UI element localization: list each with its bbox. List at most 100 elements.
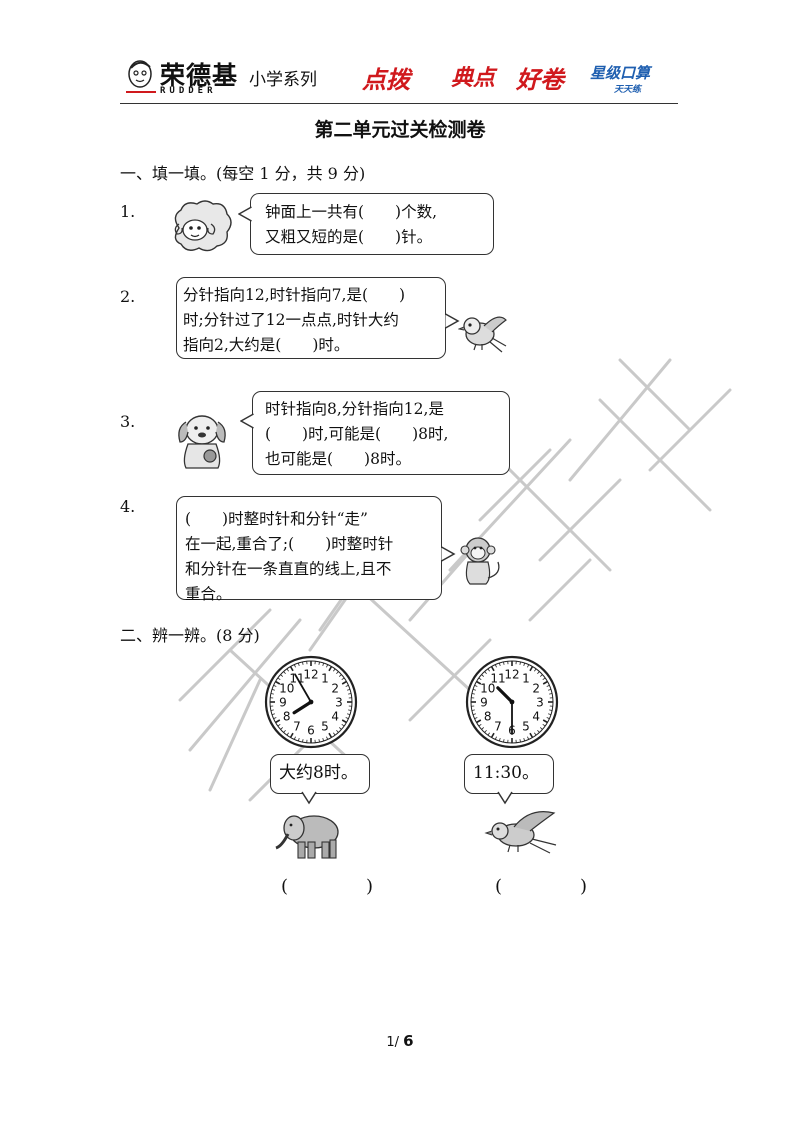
clock-tick — [289, 732, 294, 738]
clock-tick — [333, 732, 336, 736]
question-2-line: 分针指向12,时针指向7,是( ) — [183, 286, 406, 304]
clock-tick — [318, 661, 320, 665]
bird-icon — [458, 316, 507, 353]
brand-name: 荣德基 — [160, 61, 239, 90]
sheep-icon — [174, 200, 232, 252]
clock-tick — [297, 662, 300, 666]
clock-2-face: 121234567891011 — [465, 655, 559, 749]
clock-tick — [548, 713, 552, 716]
section-1-heading: 一、填一填。(每空 1 分，共 9 分) — [120, 164, 366, 183]
clock-tick — [328, 666, 333, 672]
clock-tick — [302, 661, 304, 665]
clock-tick — [537, 729, 540, 733]
clock-1-face: 121234567891011 — [264, 655, 358, 749]
clock-tick — [487, 732, 490, 736]
clock-number: 5 — [321, 720, 329, 734]
promo-logo-kousuan: 星级口算 — [590, 64, 651, 82]
hour-hand — [292, 700, 313, 715]
header-divider — [120, 103, 678, 104]
dog-icon — [178, 415, 226, 469]
clock-tick — [270, 709, 274, 711]
clock-number: 1 — [321, 671, 329, 685]
clock-tick — [283, 729, 286, 733]
clock-tick — [277, 677, 281, 680]
clock-tick — [336, 671, 339, 675]
page-number: 1/ 6 — [0, 1032, 800, 1050]
clock-tick — [529, 666, 534, 672]
clock-tick — [519, 739, 521, 743]
page-current: 1/ — [386, 1035, 400, 1050]
hour-hand — [496, 686, 514, 704]
brand-subtitle: RUDDER — [160, 86, 217, 96]
clock-tick — [478, 724, 482, 727]
clock-tick — [472, 688, 476, 691]
clock-tick — [280, 674, 284, 677]
question-3-line: 也可能是( )8时。 — [265, 450, 411, 468]
clock-tick — [523, 738, 526, 742]
clock-tick — [534, 732, 537, 736]
clock-tick — [474, 684, 478, 687]
clock-number: 11 — [490, 671, 505, 685]
promo-logo-tiantianlian: 天天练 — [614, 85, 642, 95]
question-4-bubble: ( )时整时针和分针“走” 在一起,重合了;( )时整时针 和分针在一条直直的线… — [176, 496, 442, 603]
bubble-tail — [238, 206, 252, 222]
clock-tick — [318, 739, 320, 743]
question-2-number: 2. — [120, 287, 136, 306]
page-total: 6 — [403, 1032, 414, 1050]
clock-number: 3 — [536, 696, 544, 710]
page-title: 第二单元过关检测卷 — [314, 119, 486, 141]
clock-tick — [494, 664, 497, 668]
clock-number: 9 — [279, 696, 287, 710]
clock-center — [308, 699, 314, 705]
question-2-line: 指向2,大约是( )时。 — [183, 336, 350, 354]
clock-2-speech: 11:30。 — [473, 763, 539, 783]
question-3-bubble: 时针指向8,分针指向12,是 ( )时,可能是( )8时, 也可能是( )8时。 — [252, 391, 510, 475]
clock-center — [509, 699, 515, 705]
clock-tick — [286, 668, 289, 672]
clock-number: 10 — [279, 682, 294, 696]
clock-number: 8 — [283, 710, 291, 724]
clock-tick — [542, 724, 546, 727]
answer-blank-1[interactable]: ( ) — [281, 876, 388, 897]
question-1-line: 钟面上一共有( )个数, — [265, 203, 438, 221]
clock-tick — [474, 717, 478, 720]
clock-number: 2 — [532, 682, 540, 696]
brand-logo-icon — [126, 60, 156, 93]
answer-blank-2[interactable]: ( ) — [495, 876, 602, 897]
question-4-line: 在一起,重合了;( )时整时针 — [185, 535, 394, 553]
clock-number: 7 — [293, 720, 301, 734]
clock-tick — [273, 717, 277, 720]
clock-number: 4 — [331, 710, 339, 724]
clock-number: 5 — [522, 720, 530, 734]
clock-tick — [348, 693, 352, 695]
promo-logo-diandian: 典点 — [451, 66, 496, 91]
clock-tick — [481, 727, 485, 730]
clock-tick — [472, 713, 476, 716]
clock-tick — [546, 684, 550, 687]
clock-tick — [328, 732, 333, 738]
clock-tick — [539, 674, 543, 677]
question-4-line: 和分针在一条直直的线上,且不 — [185, 560, 392, 578]
clock-tick — [302, 739, 304, 743]
clock-tick — [490, 666, 495, 672]
clock-tick — [286, 732, 289, 736]
clock-tick — [523, 662, 526, 666]
clock-tick — [534, 668, 537, 672]
monkey-icon — [460, 537, 500, 585]
clock-tick — [345, 717, 349, 720]
clock-number: 6 — [307, 724, 315, 738]
clock-tick — [277, 724, 281, 727]
clock-number: 3 — [335, 696, 343, 710]
clock-tick — [527, 736, 530, 740]
question-4-line: 重合。 — [185, 585, 232, 603]
clock-tick — [341, 724, 345, 727]
clock-tick — [293, 736, 296, 740]
clock-tick — [549, 709, 553, 711]
question-4-number: 4. — [120, 497, 136, 516]
clock-number: 12 — [504, 668, 519, 682]
clock-tick — [289, 666, 294, 672]
question-2-line: 时;分针过了12一点点,时针大约 — [183, 311, 399, 329]
clock-tick — [542, 680, 548, 685]
clock-number: 4 — [532, 710, 540, 724]
section-2-heading: 二、辨一辨。(8 分) — [120, 626, 260, 645]
